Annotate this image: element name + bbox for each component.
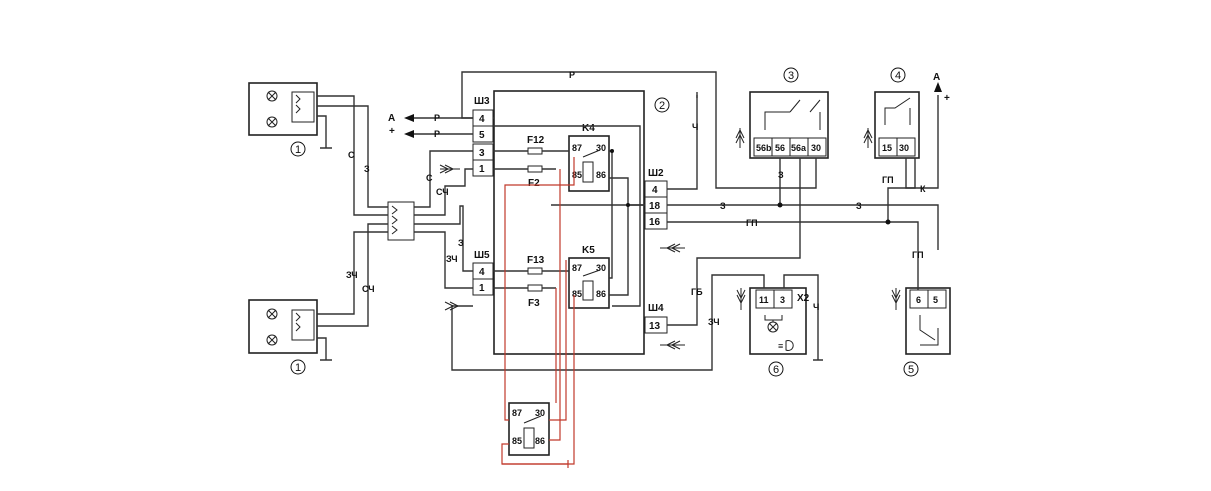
plus-right: + [944,93,950,104]
wire-label-sch-2: СЧ [362,284,375,294]
sw3-pin-56: 56 [775,143,785,153]
wire-label-ch-2: Ч [813,302,819,312]
legend-number-2: 2 [659,100,665,112]
legend-number-1-bottom: 1 [295,362,301,374]
legend-number-3: 3 [788,70,794,82]
connector-sh5-label: Ш5 [474,250,490,261]
main-block [493,90,645,355]
wire-label-z-1: З [364,164,370,174]
connector-arrows [439,128,901,350]
svg-text:K5: K5 [582,245,595,256]
wire-label-z-2: З [458,238,464,248]
terminal-a-right: А [933,72,940,83]
connector-sh3-label: Ш3 [474,96,490,107]
svg-text:30: 30 [596,143,606,153]
wire-label-sch-1: СЧ [436,187,449,197]
switch-5: 6 5 [905,287,951,355]
connector-sh2-label: Ш2 [648,168,664,179]
sw5-pin-6: 6 [916,295,921,305]
lamp-symbol: ≡ [778,341,783,351]
connector-sh4: 13 [644,316,668,334]
wire-label-k: К [920,184,926,194]
legend-number-6: 6 [773,364,779,376]
svg-text:87: 87 [572,143,582,153]
wire-label-zch-2: ЗЧ [346,270,358,280]
sh5-pin-1: 1 [479,283,485,294]
svg-text:F2: F2 [528,178,540,189]
wire-label-zch-1: ЗЧ [446,254,458,264]
svg-text:86: 86 [596,170,606,180]
wire-label-z-4: З [778,170,784,180]
sh3-pin-3: 3 [479,148,485,159]
sh2-pin-18: 18 [649,201,661,212]
wire-label-gp-1: ГП [746,218,758,228]
relay-k4: K4 87 30 85 86 [568,123,610,192]
sh5-pin-4: 4 [479,267,485,278]
indicator-6: 11 3 ≡ [749,287,807,355]
svg-text:F12: F12 [527,135,545,146]
wire-label-zch-3: ЗЧ [708,317,720,327]
sh3-pin-1: 1 [479,164,485,175]
wires [317,71,942,371]
connector-sh3: 4 5 3 1 [472,109,494,177]
sw3-pin-30: 30 [811,143,821,153]
wire-label-s-1: С [348,150,355,160]
wire-label-r-2: Р [434,129,440,139]
svg-text:87: 87 [572,263,582,273]
plus-left: + [389,126,395,137]
svg-text:30: 30 [596,263,606,273]
svg-text:86: 86 [596,289,606,299]
sw4-pin-15: 15 [882,143,892,153]
svg-text:F13: F13 [527,255,545,266]
relay-additional: 87 30 85 86 [508,402,550,456]
wire-label-gb: ГБ [691,287,703,297]
headlamp-top [248,82,318,136]
svg-text:85: 85 [512,436,522,446]
sh3-pin-5: 5 [479,130,485,141]
wire-label-r-top: Р [569,70,575,80]
sh3-pin-4: 4 [479,114,485,125]
connector-sh4-label: Ш4 [648,303,664,314]
sh4-pin-13: 13 [649,321,661,332]
wire-label-z-5: З [856,201,862,211]
svg-text:87: 87 [512,408,522,418]
connector-sh5: 4 1 [472,262,494,296]
sw3-pin-56a: 56a [791,143,807,153]
legend-number-5: 5 [908,364,914,376]
wire-label-gp-2: ГП [882,175,894,185]
legend-number-1-top: 1 [295,144,301,156]
sw5-pin-5: 5 [933,295,938,305]
red-wires [501,157,575,468]
junction-dots [610,149,891,225]
terminal-a-left: А [388,113,395,124]
wire-label-ch-1: Ч [692,122,698,132]
wire-label-r-1: Р [434,113,440,123]
sh2-pin-4: 4 [652,185,658,196]
svg-text:85: 85 [572,170,582,180]
wire-label-z-3: З [720,201,726,211]
svg-text:K4: K4 [582,123,595,134]
switch-4: 15 30 [874,91,920,159]
wire-label-s-2: С [426,173,433,183]
sh2-pin-16: 16 [649,217,661,228]
headlamp-bottom [248,299,318,354]
svg-text:F3: F3 [528,298,540,309]
sw4-pin-30: 30 [899,143,909,153]
legend-number-4: 4 [895,70,901,82]
sw3-pin-56b: 56b [756,143,772,153]
svg-text:30: 30 [535,408,545,418]
connector-sh2: 4 18 16 [644,180,668,230]
relay-k5: K5 87 30 85 86 [568,245,610,309]
svg-text:85: 85 [572,289,582,299]
connector-x2-label: X2 [797,293,810,304]
wire-label-gp-3: ГП [912,250,924,260]
splice-connector [387,201,415,241]
switch-3: 56b 56 56a 30 [749,91,829,159]
x2-pin-3: 3 [780,295,785,305]
svg-text:86: 86 [535,436,545,446]
x2-pin-11: 11 [759,295,769,305]
